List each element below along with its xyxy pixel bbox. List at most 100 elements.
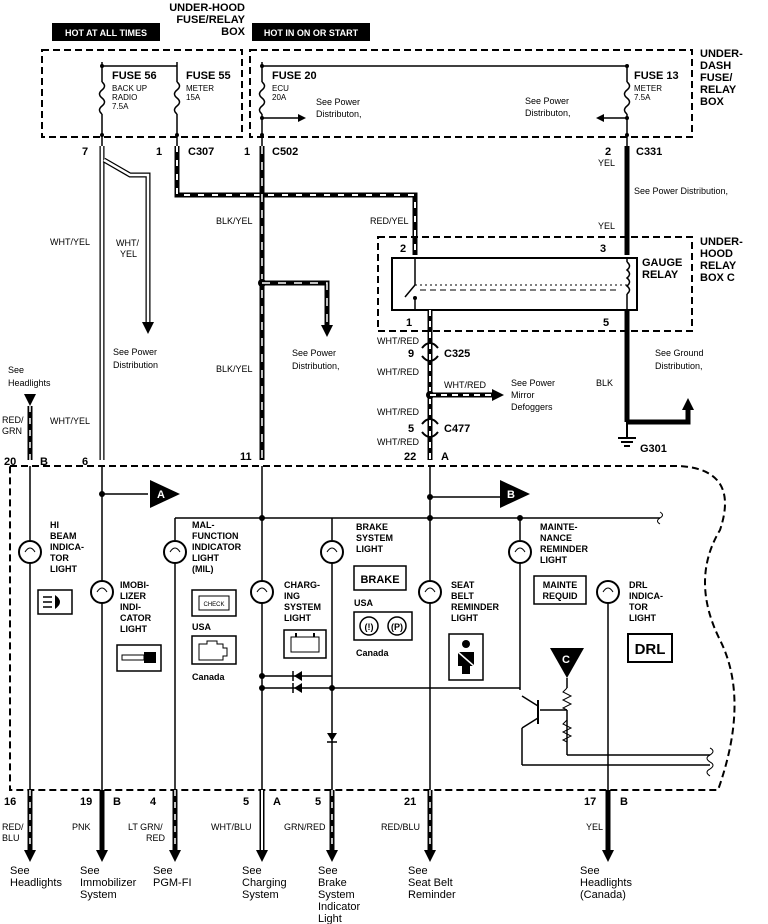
svg-text:CATOR: CATOR bbox=[120, 613, 152, 623]
charging-indicator: CHARG- ING SYSTEM LIGHT bbox=[250, 580, 327, 659]
svg-text:See: See bbox=[153, 865, 173, 877]
svg-text:MAINTE-: MAINTE- bbox=[540, 522, 578, 532]
wht-red-wire: WHT/RED 9 C325 WHT/RED WHT/RED WHT/RED 5… bbox=[377, 310, 555, 460]
headlights-top-ref: See Headlights RED/ GRN bbox=[2, 365, 51, 460]
gauge-relay: GAUGE RELAY 2 3 1 5 bbox=[391, 243, 682, 329]
svg-text:See: See bbox=[580, 865, 600, 877]
top-connector-pins: 7 1 C307 1 C502 2 C331 bbox=[82, 146, 662, 158]
svg-text:6: 6 bbox=[82, 456, 88, 468]
svg-text:BRAKE: BRAKE bbox=[356, 522, 388, 532]
svg-text:BELT: BELT bbox=[451, 591, 474, 601]
svg-text:FUSE 20: FUSE 20 bbox=[272, 70, 317, 82]
svg-text:FUSE/: FUSE/ bbox=[700, 72, 732, 84]
svg-text:RELAY: RELAY bbox=[642, 269, 679, 281]
svg-text:WHT/YEL: WHT/YEL bbox=[50, 237, 90, 247]
svg-text:WHT/RED: WHT/RED bbox=[444, 380, 486, 390]
svg-text:MAINTE: MAINTE bbox=[543, 580, 578, 590]
svg-text:16: 16 bbox=[4, 796, 16, 808]
svg-text:PNK: PNK bbox=[72, 822, 91, 832]
svg-text:B: B bbox=[40, 456, 48, 468]
svg-text:21: 21 bbox=[404, 796, 416, 808]
svg-text:YEL: YEL bbox=[586, 822, 603, 832]
svg-text:WHT/: WHT/ bbox=[116, 238, 139, 248]
svg-text:WHT/RED: WHT/RED bbox=[377, 367, 419, 377]
svg-text:TOR: TOR bbox=[629, 602, 648, 612]
svg-text:See: See bbox=[10, 865, 30, 877]
svg-text:7.5A: 7.5A bbox=[112, 102, 129, 111]
svg-text:Distributon,: Distributon, bbox=[525, 108, 571, 118]
svg-text:Light: Light bbox=[318, 913, 342, 924]
svg-text:7.5A: 7.5A bbox=[634, 93, 651, 102]
svg-text:5: 5 bbox=[315, 796, 321, 808]
svg-text:B: B bbox=[113, 796, 121, 808]
svg-text:1: 1 bbox=[406, 317, 412, 329]
svg-text:Distribution,: Distribution, bbox=[292, 361, 340, 371]
svg-text:3: 3 bbox=[600, 243, 606, 255]
svg-text:LT GRN/: LT GRN/ bbox=[128, 822, 163, 832]
ground-wire: BLK G301 See Ground Distribution, bbox=[596, 310, 704, 455]
immobilizer-indicator: IMOBI- LIZER INDI- CATOR LIGHT bbox=[90, 580, 162, 672]
svg-text:INDI-: INDI- bbox=[120, 602, 141, 612]
svg-text:1: 1 bbox=[244, 146, 250, 158]
fuse-56: FUSE 56 BACK UP RADIO 7.5A bbox=[98, 62, 157, 146]
svg-text:UNDER-: UNDER- bbox=[700, 48, 743, 60]
transistor-circuit: C bbox=[521, 648, 714, 777]
svg-text:System: System bbox=[242, 889, 279, 901]
bottom-wire-colors: RED/ BLU PNK LT GRN/ RED WHT/BLU GRN/RED… bbox=[2, 822, 603, 843]
svg-text:BOX: BOX bbox=[221, 26, 246, 38]
svg-text:CHECK: CHECK bbox=[203, 602, 224, 608]
drl-indicator: DRL INDICA- TOR LIGHT DRL bbox=[596, 580, 673, 663]
svg-text:See Power: See Power bbox=[292, 348, 336, 358]
svg-text:B: B bbox=[620, 796, 628, 808]
svg-text:Distribution: Distribution bbox=[113, 360, 158, 370]
svg-text:REMINDER: REMINDER bbox=[451, 602, 500, 612]
svg-text:C325: C325 bbox=[444, 348, 470, 360]
svg-text:BEAM: BEAM bbox=[50, 531, 77, 541]
svg-text:Reminder: Reminder bbox=[408, 889, 456, 901]
svg-text:METER: METER bbox=[634, 84, 662, 93]
fuse-20: FUSE 20 ECU 20A See Power Distributon, bbox=[258, 62, 627, 146]
svg-text:Headlights: Headlights bbox=[10, 877, 62, 889]
svg-text:Indicator: Indicator bbox=[318, 901, 361, 913]
svg-text:YEL: YEL bbox=[120, 249, 137, 259]
svg-text:See Power Distribution,: See Power Distribution, bbox=[634, 186, 728, 196]
marker-b: B bbox=[500, 480, 530, 508]
underdash-fuse-relay-box-label: UNDER- DASH FUSE/ RELAY BOX bbox=[700, 48, 743, 108]
svg-text:RED/: RED/ bbox=[2, 822, 24, 832]
svg-text:BACK UP: BACK UP bbox=[112, 84, 147, 93]
svg-text:Headlights: Headlights bbox=[8, 378, 51, 388]
svg-text:A: A bbox=[157, 489, 165, 501]
svg-text:RED/BLU: RED/BLU bbox=[381, 822, 420, 832]
svg-text:5: 5 bbox=[603, 317, 609, 329]
svg-text:See Power: See Power bbox=[316, 97, 360, 107]
svg-text:B: B bbox=[507, 489, 515, 501]
bulb-drop-lines bbox=[174, 563, 609, 790]
svg-text:DRL: DRL bbox=[629, 580, 648, 590]
svg-text:BOX: BOX bbox=[700, 96, 725, 108]
svg-text:LIGHT: LIGHT bbox=[50, 564, 77, 574]
svg-text:Brake: Brake bbox=[318, 877, 347, 889]
svg-text:19: 19 bbox=[80, 796, 92, 808]
hot-at-all-times-header: HOT AT ALL TIMES bbox=[52, 23, 160, 41]
svg-text:C307: C307 bbox=[188, 146, 214, 158]
svg-text:See Power: See Power bbox=[113, 347, 157, 357]
svg-text:Defoggers: Defoggers bbox=[511, 402, 553, 412]
svg-text:LIGHT: LIGHT bbox=[192, 553, 219, 563]
svg-text:DRL: DRL bbox=[635, 641, 666, 658]
svg-text:USA: USA bbox=[192, 622, 212, 632]
svg-text:WHT/RED: WHT/RED bbox=[377, 407, 419, 417]
svg-text:Headlights: Headlights bbox=[580, 877, 632, 889]
svg-text:METER: METER bbox=[186, 84, 214, 93]
gauge-bottom-pins: 16 19 B 4 5 A 5 21 17 B bbox=[4, 796, 628, 808]
svg-text:LIGHT: LIGHT bbox=[356, 544, 383, 554]
underhood-fuse-box bbox=[41, 49, 243, 138]
svg-text:Immobilizer: Immobilizer bbox=[80, 877, 137, 889]
svg-text:7: 7 bbox=[82, 146, 88, 158]
svg-text:A: A bbox=[441, 451, 449, 463]
svg-text:YEL: YEL bbox=[598, 158, 615, 168]
hot-in-on-or-start-header: HOT IN ON OR START bbox=[252, 23, 370, 41]
svg-text:See: See bbox=[408, 865, 428, 877]
svg-text:REQUID: REQUID bbox=[542, 591, 578, 601]
svg-text:(Canada): (Canada) bbox=[580, 889, 626, 901]
